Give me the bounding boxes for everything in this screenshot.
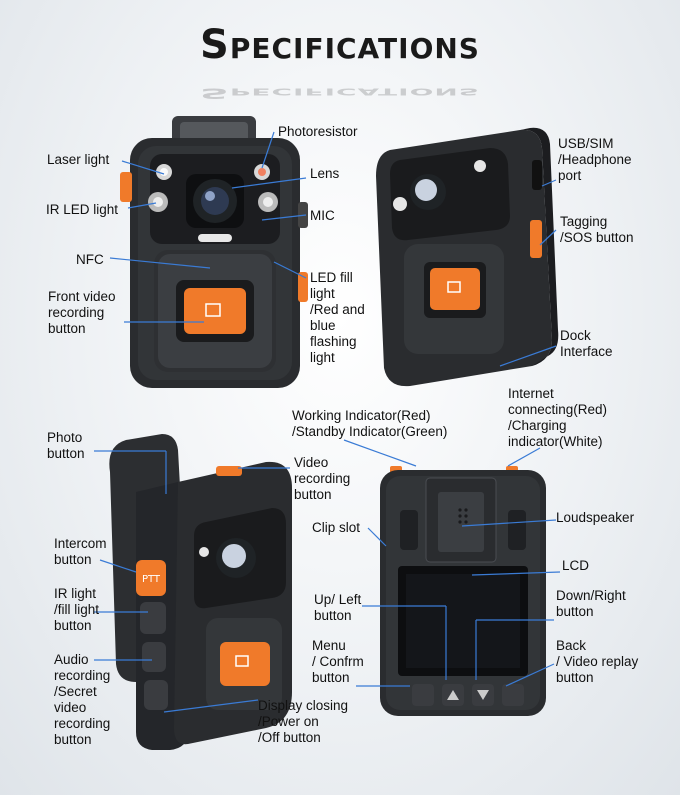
label-photoresistor: Photoresistor — [278, 124, 358, 139]
device-side-view: PTT — [109, 434, 292, 750]
device-angled-view — [376, 127, 559, 387]
device-back-view — [380, 466, 546, 716]
ptt-mark: PTT — [142, 574, 161, 585]
label-working-indicator: Working Indicator(Red)/Standby Indicator… — [292, 408, 448, 439]
label-nfc: NFC — [76, 252, 104, 267]
label-clip-slot: Clip slot — [312, 520, 361, 535]
label-display-closing-button: Display closing/Power on/Off button — [258, 698, 349, 745]
label-tagging-sos-button: Tagging/SOS button — [560, 214, 634, 245]
page-title: Specifications — [200, 22, 480, 68]
label-laser-light: Laser light — [47, 152, 110, 167]
label-loudspeaker: Loudspeaker — [556, 510, 635, 525]
label-mic: MIC — [310, 208, 335, 223]
device-front-view — [120, 116, 308, 388]
label-lcd: LCD — [562, 558, 590, 573]
label-lens: Lens — [310, 166, 340, 181]
label-ir-led-light: IR LED light — [46, 202, 119, 217]
